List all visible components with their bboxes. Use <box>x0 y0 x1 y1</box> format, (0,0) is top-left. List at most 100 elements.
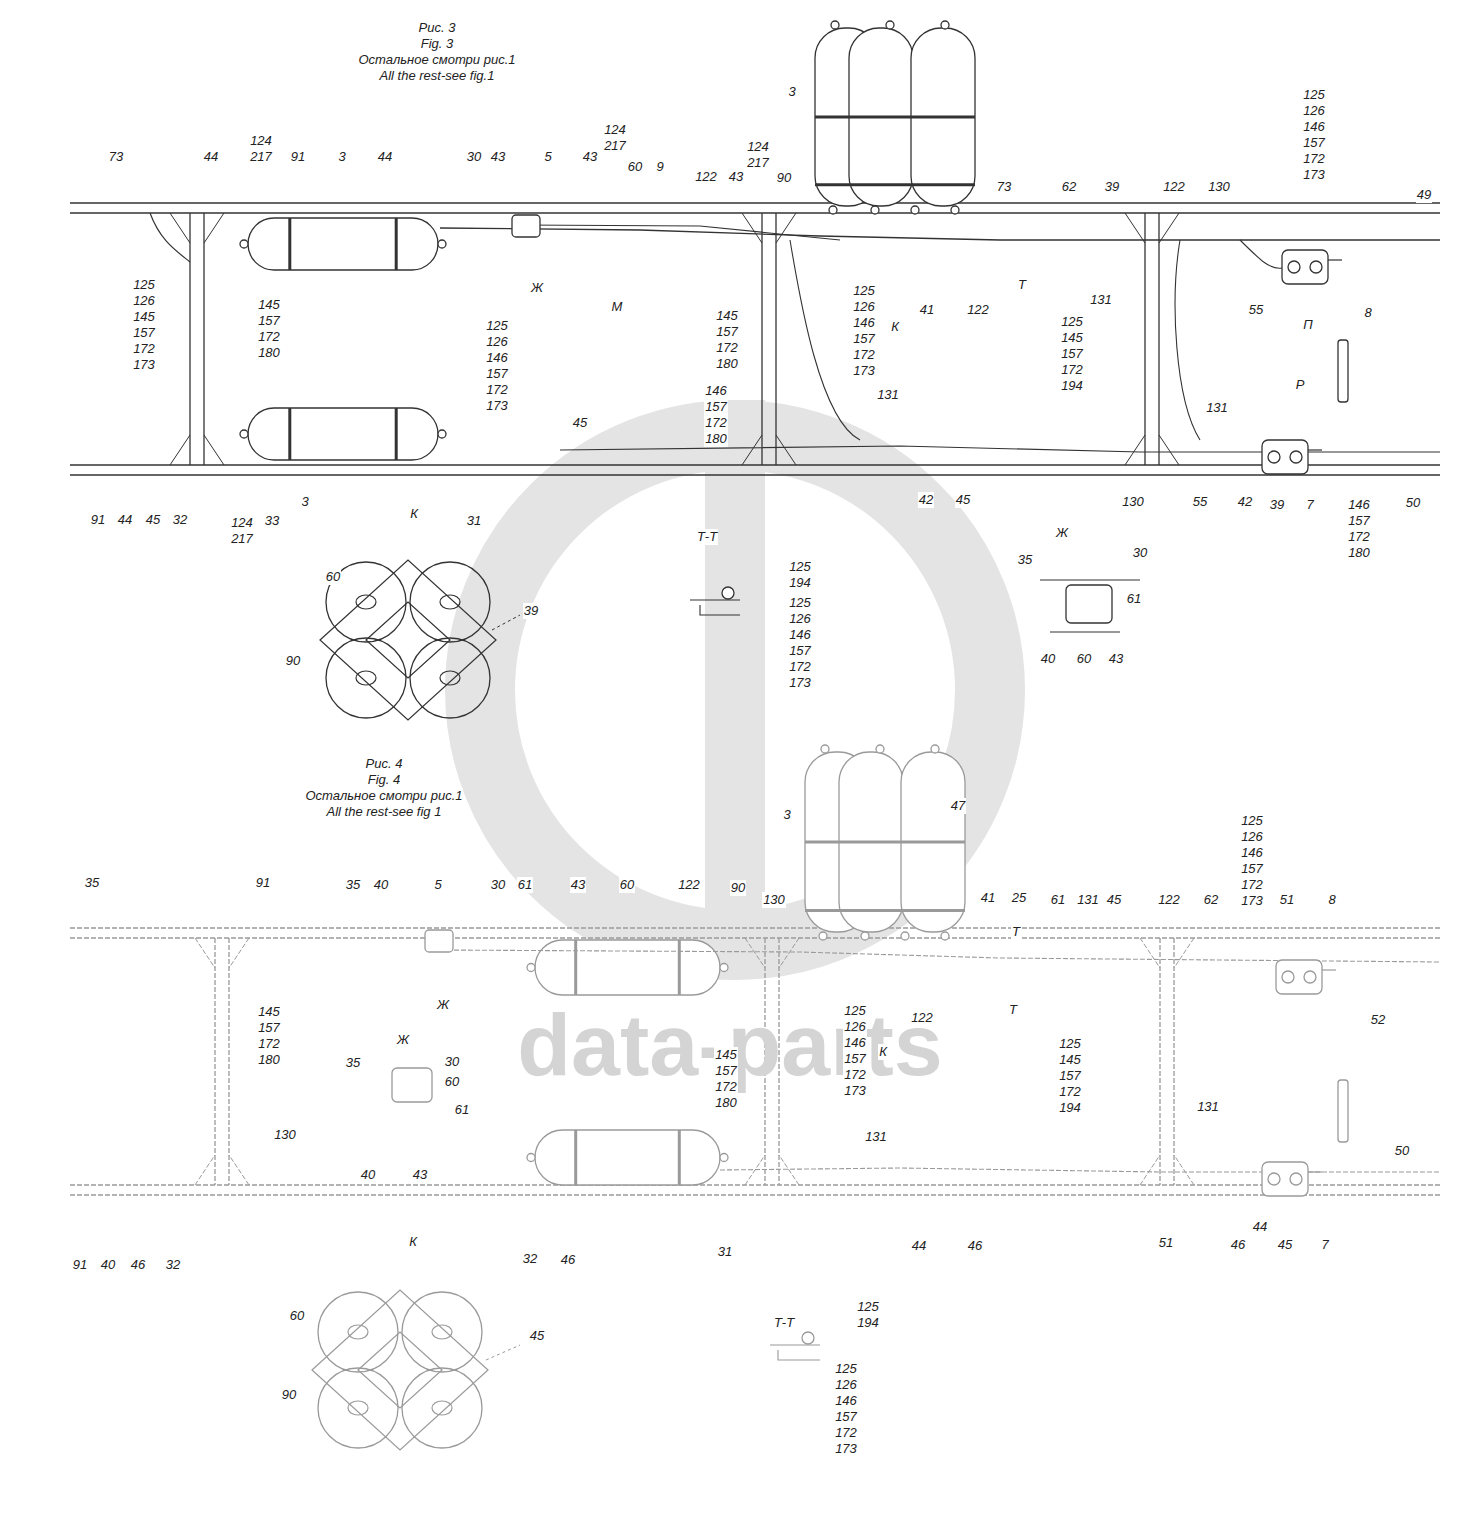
callout-number: 47 <box>950 798 966 814</box>
frame-line <box>70 937 1440 938</box>
tank-strap <box>395 408 398 460</box>
callout-number: 45 <box>1277 1237 1293 1253</box>
gusset <box>170 435 190 465</box>
note-text: Fig. 3 <box>420 36 455 52</box>
callout-number: 3 <box>300 494 309 510</box>
fitting-symbol <box>931 745 939 753</box>
callout-number: 30 <box>1132 545 1148 561</box>
callout-number: 91 <box>72 1257 88 1273</box>
callout-number: 7 <box>1320 1237 1329 1253</box>
callout-stack: 146 157 172 180 <box>1347 497 1371 561</box>
callout-number: 40 <box>373 877 389 893</box>
fitting-symbol <box>911 206 919 214</box>
callout-number: 30 <box>444 1054 460 1070</box>
pipe-line <box>1175 240 1200 440</box>
callout-number: 43 <box>490 149 506 165</box>
view-letter: Ж <box>1055 525 1069 541</box>
callout-number: 46 <box>1230 1237 1246 1253</box>
frame-line <box>70 927 1440 928</box>
view-letter: М <box>611 299 624 315</box>
callout-number: 8 <box>1363 305 1372 321</box>
callout-number: 44 <box>911 1238 927 1254</box>
callout-stack: 145 157 172 180 <box>257 297 281 361</box>
gusset <box>742 213 762 243</box>
pipe-line <box>520 225 840 240</box>
pipe-line <box>1308 449 1322 450</box>
fitting-symbol <box>527 1154 535 1162</box>
view-letter: Ж <box>396 1032 410 1048</box>
callout-stack: 124 217 <box>249 133 273 165</box>
fitting-symbol <box>440 671 460 685</box>
gusset <box>195 1155 215 1185</box>
callout-number: 46 <box>560 1252 576 1268</box>
tank-strap <box>395 218 398 270</box>
pipe-line <box>1308 1171 1322 1172</box>
gusset <box>1140 938 1160 968</box>
gusset <box>745 1155 765 1185</box>
callout-number: 90 <box>285 653 301 669</box>
callout-number: 90 <box>281 1387 297 1403</box>
air-tank <box>318 1292 398 1372</box>
fitting-symbol <box>802 1332 814 1344</box>
gusset <box>1140 1155 1160 1185</box>
callout-stack: 125 145 157 172 194 <box>1060 314 1084 394</box>
view-letter: Т <box>1017 277 1027 293</box>
gusset <box>1125 435 1145 465</box>
callout-number: 44 <box>203 149 219 165</box>
callout-number: 60 <box>1076 651 1092 667</box>
gusset <box>776 435 796 465</box>
gusset <box>204 435 224 465</box>
fitting-symbol <box>432 1401 452 1415</box>
callout-number: 43 <box>412 1167 428 1183</box>
fitting-symbol <box>348 1325 368 1339</box>
fitting-symbol <box>1290 1173 1302 1185</box>
callout-number: 45 <box>572 415 588 431</box>
tank-strap <box>288 408 291 460</box>
callout-stack: 125 126 146 157 172 173 <box>852 283 876 379</box>
fitting-symbol <box>1290 451 1302 463</box>
gusset <box>779 938 799 968</box>
tank-strap <box>815 183 975 186</box>
fitting-symbol <box>720 964 728 972</box>
fitting-symbol <box>1288 261 1300 273</box>
callout-stack: 125 194 <box>856 1299 880 1331</box>
view-letter: Р <box>1295 377 1306 393</box>
callout-number: 42 <box>918 492 934 508</box>
gusset <box>204 213 224 243</box>
pipe-line <box>720 1168 1440 1172</box>
callout-number: 41 <box>980 890 996 906</box>
gusset <box>745 938 765 968</box>
callout-number: 52 <box>1370 1012 1386 1028</box>
callout-number: 45 <box>1106 892 1122 908</box>
spring-brake-cylinder <box>1338 1080 1348 1142</box>
view-letter: Ж <box>436 997 450 1013</box>
frame-line <box>70 464 1440 465</box>
callout-number: 40 <box>1040 651 1056 667</box>
callout-number: 35 <box>345 1055 361 1071</box>
callout-number: 45 <box>955 492 971 508</box>
tank-strap <box>574 1130 577 1185</box>
callout-number: 122 <box>1162 179 1186 195</box>
callout-stack: 146 157 172 180 <box>704 383 728 447</box>
view-letter: Ж <box>530 280 544 296</box>
callout-number: 122 <box>694 169 718 185</box>
callout-number: 131 <box>1076 892 1100 908</box>
air-tank <box>248 408 438 460</box>
fitting-symbol <box>240 240 248 248</box>
callout-stack: 145 157 172 180 <box>257 1004 281 1068</box>
tank-strap <box>574 940 577 995</box>
tank-strap <box>815 116 975 119</box>
callout-stack: 125 145 157 172 194 <box>1058 1036 1082 1116</box>
fitting-symbol <box>941 21 949 29</box>
gusset <box>776 213 796 243</box>
air-tank <box>402 1368 482 1448</box>
callout-number: 46 <box>967 1238 983 1254</box>
callout-number: 42 <box>1237 494 1253 510</box>
fitting-symbol <box>821 745 829 753</box>
callout-stack: 125 126 145 157 172 173 <box>132 277 156 373</box>
fitting-symbol <box>348 1401 368 1415</box>
tank-strap <box>678 940 681 995</box>
callout-stack: 145 157 172 180 <box>714 1047 738 1111</box>
